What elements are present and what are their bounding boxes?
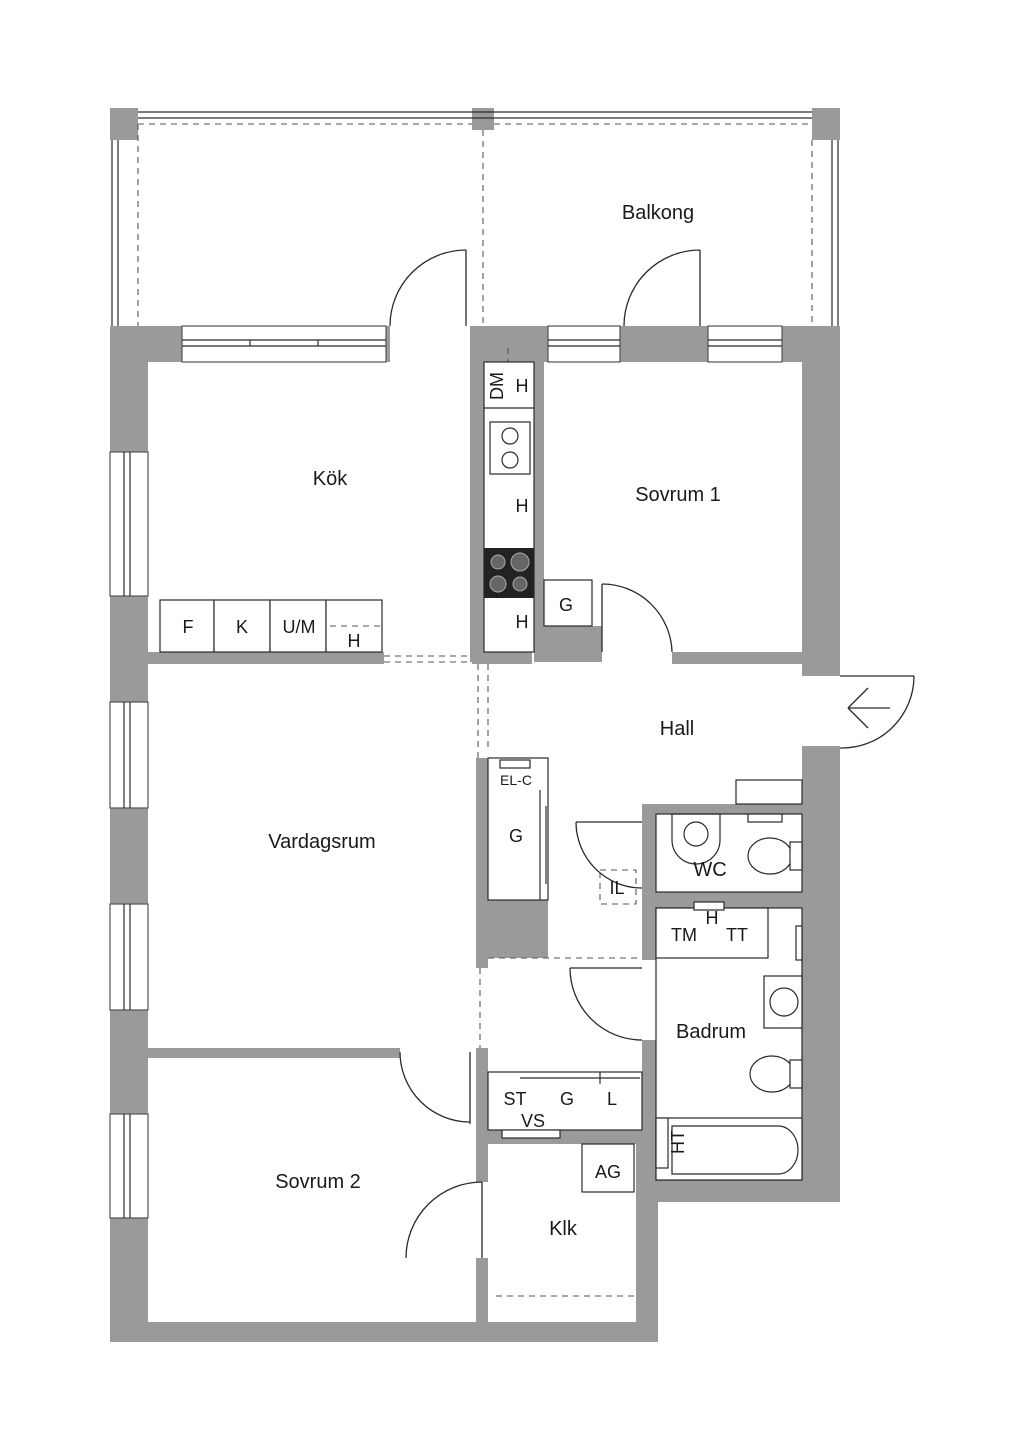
bathroom-fixtures	[655, 901, 803, 1181]
fixture-label-vs: VS	[521, 1111, 545, 1131]
fixture-label-h2: H	[516, 496, 529, 516]
room-label-sovrum1: Sovrum 1	[635, 484, 721, 506]
fixture-label-k: K	[236, 617, 248, 637]
fixture-label-elc: EL-C	[500, 772, 532, 788]
room-label-kok: Kök	[313, 468, 348, 490]
fixture-label-g2: G	[509, 826, 523, 846]
fixture-label-l: L	[607, 1089, 617, 1109]
room-labels: Balkong Kök Sovrum 1 Hall Vardagsrum WC …	[268, 202, 746, 1240]
room-label-balkong: Balkong	[622, 202, 694, 224]
fixture-label-um: U/M	[283, 617, 316, 637]
fixture-label-g3: G	[560, 1089, 574, 1109]
fixture-label-h1: H	[516, 376, 529, 396]
fixture-label-il: IL	[609, 878, 624, 898]
fixture-label-dm: DM	[487, 372, 507, 400]
fixture-label-g1: G	[559, 595, 573, 615]
fixture-label-tm: TM	[671, 925, 697, 945]
fixture-label-f: F	[183, 617, 194, 637]
fixture-label-ag: AG	[595, 1162, 621, 1182]
room-label-klk: Klk	[549, 1218, 578, 1240]
windows	[109, 325, 783, 1219]
balcony	[110, 108, 840, 326]
fixture-label-h4: H	[348, 631, 361, 651]
room-label-wc: WC	[693, 859, 726, 881]
wc-fixtures	[655, 813, 803, 893]
fixture-label-tt: TT	[726, 925, 748, 945]
room-label-hall: Hall	[660, 718, 694, 740]
doors	[389, 249, 915, 1259]
hall-fixtures	[487, 757, 803, 1193]
room-label-sovrum2: Sovrum 2	[275, 1171, 361, 1193]
kitchen-fixtures	[159, 361, 593, 653]
room-label-badrum: Badrum	[676, 1021, 746, 1043]
room-label-vardagsrum: Vardagsrum	[268, 831, 375, 853]
entry-arrow-icon	[847, 687, 890, 729]
fixture-label-ht: HT	[668, 1130, 688, 1154]
fixture-label-st: ST	[503, 1089, 526, 1109]
walls	[110, 326, 840, 1342]
fixture-label-h5: H	[706, 908, 719, 928]
fixture-label-h3: H	[516, 612, 529, 632]
fixture-labels: DM H H H F K U/M H G EL-C G IL H TM TT S…	[183, 372, 749, 1182]
